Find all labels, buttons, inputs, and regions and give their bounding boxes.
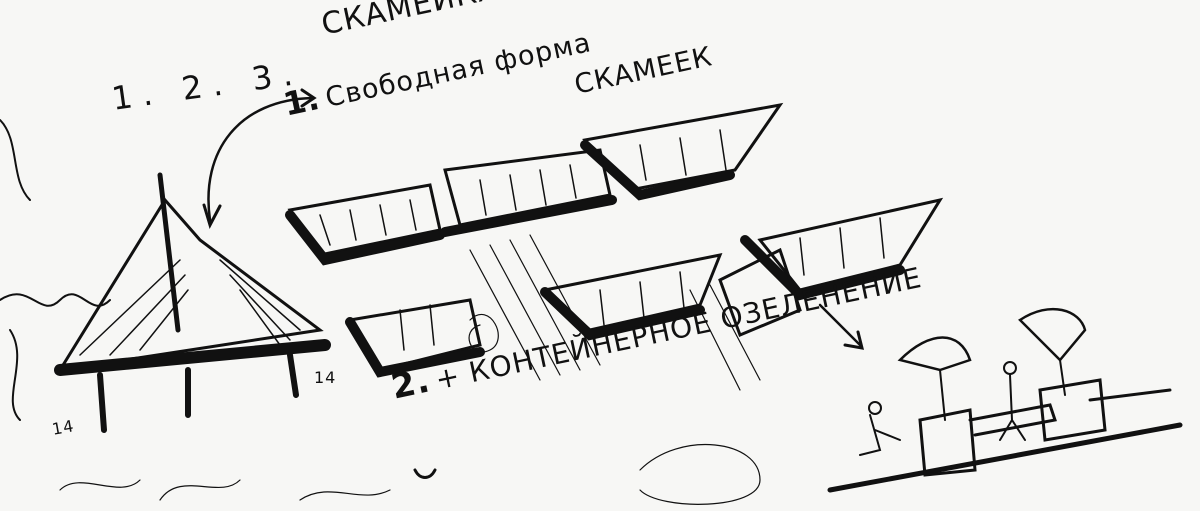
marker-label-b: 14	[50, 416, 76, 439]
marker-label-a: 14	[314, 368, 337, 387]
curved-arrow	[207, 96, 314, 222]
hatching-scribble	[59, 234, 761, 505]
bench-modules-row-2	[345, 197, 944, 378]
bench-modules-row-1	[285, 102, 784, 266]
arrow-to-section	[818, 303, 862, 347]
greening-number: 2.	[387, 360, 434, 408]
pavilion-sketch	[54, 172, 331, 433]
greening-bullet	[413, 468, 437, 479]
section-sketch	[827, 307, 1183, 493]
left-scribble	[0, 119, 111, 421]
